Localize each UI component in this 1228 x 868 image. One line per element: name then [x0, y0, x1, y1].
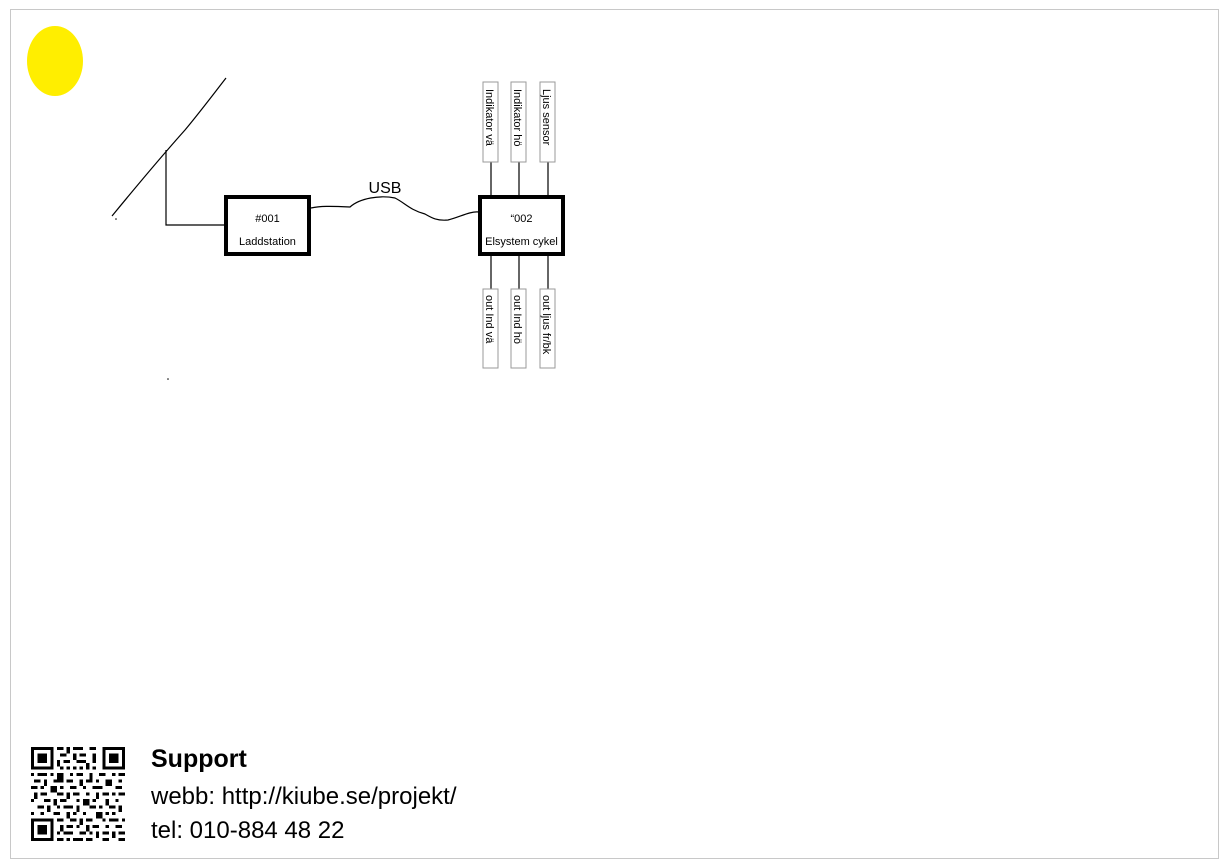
node-label: Laddstation	[239, 236, 296, 248]
node-box	[478, 195, 565, 256]
node-label: Elsystem cykel	[485, 236, 558, 248]
node-box	[224, 195, 311, 256]
port-label: out ljus fr/bk	[540, 295, 552, 355]
node-id: “002	[510, 213, 532, 225]
panel-line	[111, 77, 227, 217]
dot-mark	[115, 218, 117, 220]
support-phone[interactable]: tel: 010-884 48 22	[151, 817, 345, 844]
port-box	[510, 81, 527, 163]
panel-pole-wire	[165, 150, 226, 226]
output-port-out-ind-ho[interactable]: out Ind hö	[510, 288, 527, 369]
output-port-out-ljus-fr-bk[interactable]: out ljus fr/bk	[539, 288, 556, 369]
input-port-indikator-ho[interactable]: Indikator hö	[510, 81, 527, 163]
port-label: out Ind vä	[483, 295, 495, 344]
port-label: Indikator vä	[483, 89, 495, 147]
output-port-out-ind-va[interactable]: out Ind vä	[482, 288, 499, 369]
port-box	[482, 288, 499, 369]
port-label: out Ind hö	[511, 295, 523, 344]
input-port-indikator-va[interactable]: Indikator vä	[482, 81, 499, 163]
port-box	[510, 288, 527, 369]
port-box	[539, 288, 556, 369]
dot-mark	[167, 378, 169, 380]
usb-cable	[310, 196, 480, 221]
node-id: #001	[255, 213, 279, 225]
support-title: Support	[151, 745, 247, 773]
sun-icon	[27, 26, 83, 96]
port-label: Ljus sensor	[540, 89, 552, 146]
port-label: Indikator hö	[511, 89, 523, 146]
usb-label: USB	[369, 180, 402, 197]
input-port-ljus-sensor[interactable]: Ljus sensor	[539, 81, 556, 163]
node-laddstation[interactable]: #001 Laddstation	[224, 195, 311, 256]
port-box	[482, 81, 499, 163]
port-box	[539, 81, 556, 163]
support-web-link[interactable]: webb: http://kiube.se/projekt/	[151, 783, 457, 810]
sheet-border	[10, 9, 1219, 859]
qr-code-icon	[31, 747, 125, 841]
node-elsystem-cykel[interactable]: “002 Elsystem cykel	[478, 195, 565, 256]
